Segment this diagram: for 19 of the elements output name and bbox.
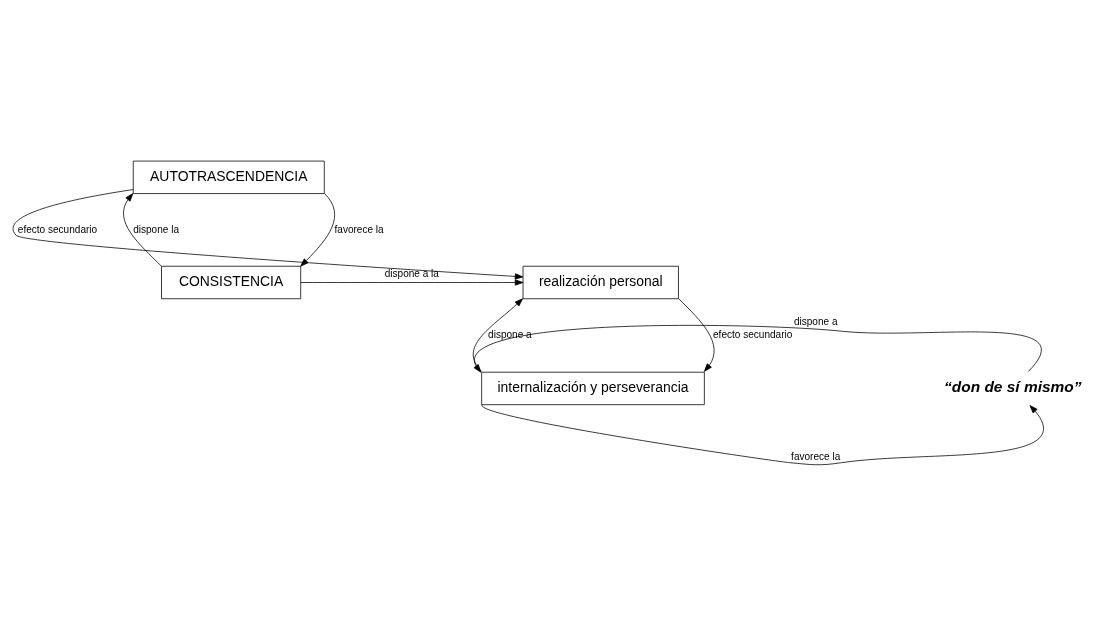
arrow [472, 298, 523, 372]
node-box: CONSISTENCIA [161, 265, 302, 300]
node-box: AUTOTRASCENDENCIA [132, 160, 325, 194]
edge-label: dispone a [793, 316, 838, 328]
arrow [300, 279, 524, 286]
arrow [12, 189, 524, 280]
edge-label: favorece la [791, 450, 841, 462]
node-text: “don de sí mismo” [944, 377, 1082, 395]
edge-label: efecto secundario [713, 328, 793, 340]
arrow [123, 193, 162, 267]
edge-label: efecto secundario [17, 223, 98, 235]
node-box: internalización y perseverancia [481, 371, 705, 406]
arrow [678, 298, 715, 372]
edge-label: favorece la [334, 223, 384, 235]
node-box: realización personal [522, 265, 679, 300]
arrow [473, 325, 1042, 373]
arrow [482, 404, 1044, 466]
arrow [300, 193, 335, 267]
edge-label: dispone la [133, 223, 179, 235]
